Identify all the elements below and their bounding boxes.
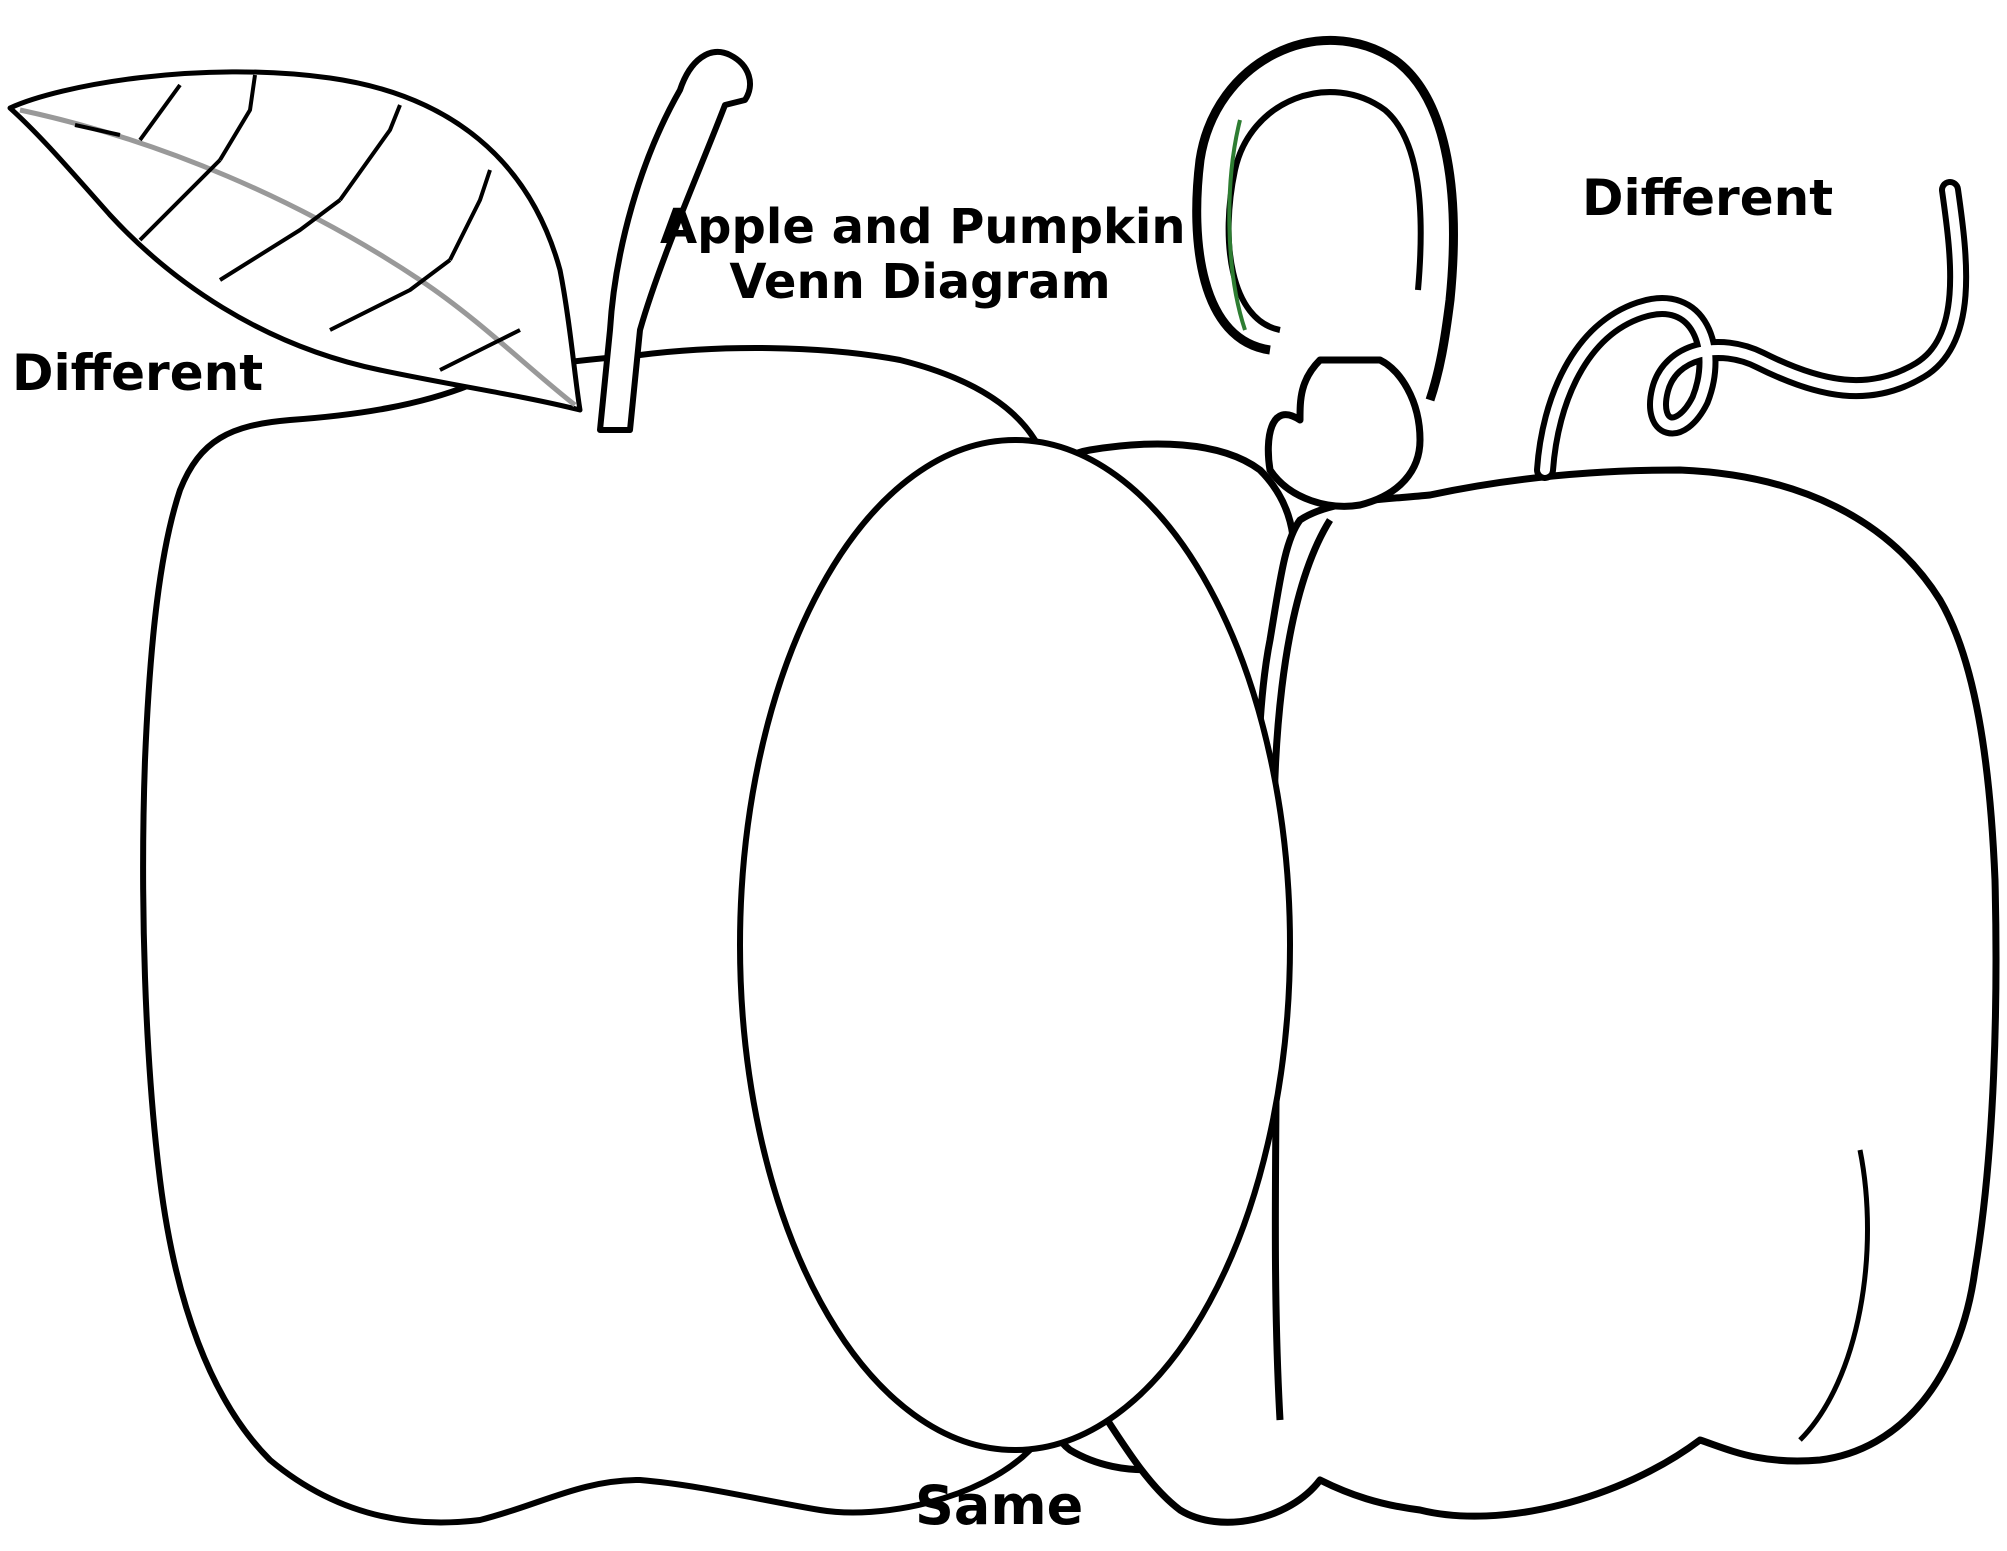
pumpkin-different-label: Different: [1582, 170, 1833, 228]
title-line-2: Venn Diagram: [660, 255, 1180, 310]
apple-different-label: Different: [12, 345, 263, 403]
same-region-oval: [740, 440, 1290, 1450]
same-label: Same: [915, 1475, 1083, 1537]
title-line-1: Apple and Pumpkin: [660, 200, 1180, 255]
vine-icon: [1545, 190, 1958, 470]
pumpkin-stem: [1268, 360, 1420, 506]
vine-tendril-inner: [1545, 190, 1958, 470]
pumpkin-stem-hook-inner: [1229, 92, 1421, 330]
diagram-title: Apple and Pumpkin Venn Diagram: [660, 200, 1180, 310]
